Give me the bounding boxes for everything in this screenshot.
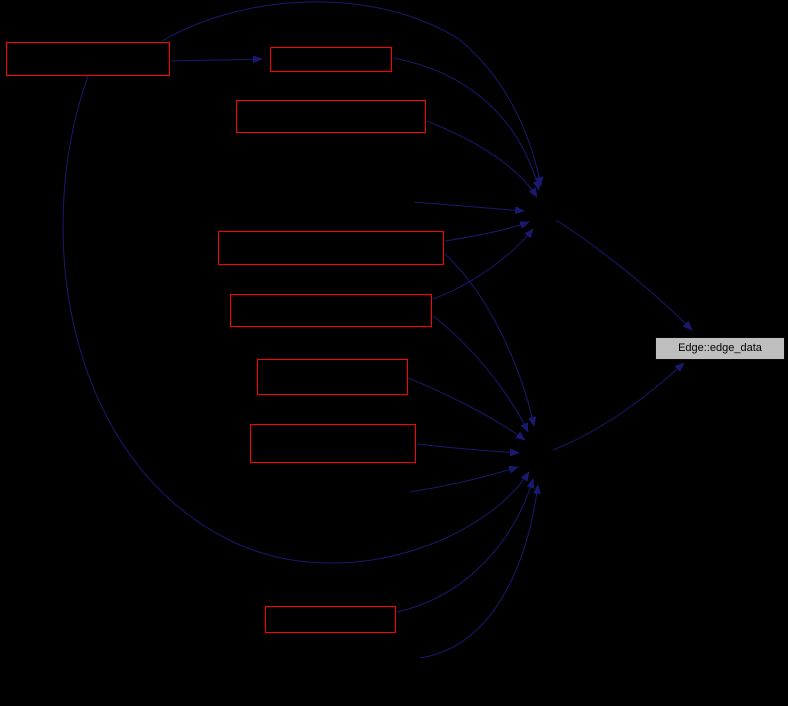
edge-node1-top-arc-to-upper xyxy=(161,1,544,187)
edge-node3-to-upper xyxy=(426,120,538,198)
edge-node4-to-lower xyxy=(444,253,537,427)
edge-node2-to-upper xyxy=(392,57,541,191)
edge-node5-to-lower xyxy=(432,315,529,433)
edge-node8-to-lower xyxy=(396,478,535,613)
node-box-2[interactable] xyxy=(270,47,392,72)
node-box-6[interactable] xyxy=(257,359,408,395)
edge-upper-to-current-node xyxy=(555,219,693,331)
edge-node5-to-upper xyxy=(432,228,534,300)
edge-bottom-to-lower xyxy=(419,484,541,659)
edge-node6-to-lower xyxy=(407,377,526,441)
node-box-1[interactable] xyxy=(6,42,170,76)
node-box-3[interactable] xyxy=(236,100,426,133)
edge-mid-to-upper xyxy=(413,201,525,215)
node-box-8[interactable] xyxy=(265,606,396,633)
current-node-edge-edge-data: Edge::edge_data xyxy=(655,337,785,360)
edge-node7-to-lower xyxy=(416,443,520,457)
edge-node4-to-upper xyxy=(444,221,530,242)
edge-node1-left-arc-to-lower xyxy=(62,75,530,564)
node-box-4[interactable] xyxy=(218,231,444,265)
node-box-5[interactable] xyxy=(230,294,432,327)
edge-lower-to-current-node xyxy=(552,362,685,451)
node-box-7[interactable] xyxy=(250,424,416,463)
edge-node1-to-node2 xyxy=(170,55,263,64)
edge-mid-to-lower xyxy=(409,465,519,493)
